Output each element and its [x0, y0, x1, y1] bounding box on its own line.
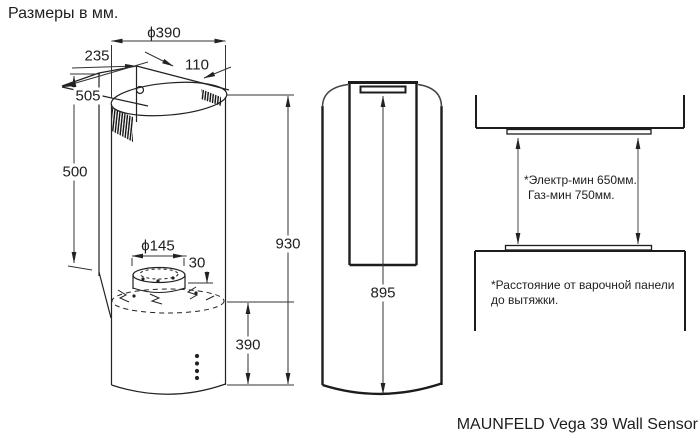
clearance-note-line1: *Электр-мин 650мм. [524, 173, 637, 187]
footnote-line1: *Расстояние от варочной панели [491, 278, 675, 292]
dim-upper-height-label: 500 [60, 163, 90, 181]
clearance-note-line2: Газ-мин 750мм. [528, 188, 615, 202]
dim-duct-diameter-label: ϕ145 [141, 237, 175, 255]
iso-view-drawing [61, 65, 230, 395]
dim-front-height-label: 895 [368, 284, 398, 302]
dim-lower-height-label: 390 [233, 336, 263, 354]
footnote-line2: до вытяжки. [491, 293, 559, 307]
dim-top-diameter-label: ϕ390 [147, 24, 181, 42]
dim-top-depth-label: 235 [84, 47, 110, 65]
dim-total-height-label: 930 [273, 235, 303, 253]
install-diagram-drawing [474, 95, 686, 331]
model-caption: MAUNFELD Vega 39 Wall Sensor [456, 416, 698, 433]
dim-outlet-offset-label: 110 [185, 56, 209, 74]
front-view-drawing [321, 81, 443, 396]
dim-collar-height-label: 30 [186, 254, 208, 272]
page-title: Размеры в мм. [8, 5, 119, 22]
dim-depth-label: 505 [73, 87, 103, 105]
